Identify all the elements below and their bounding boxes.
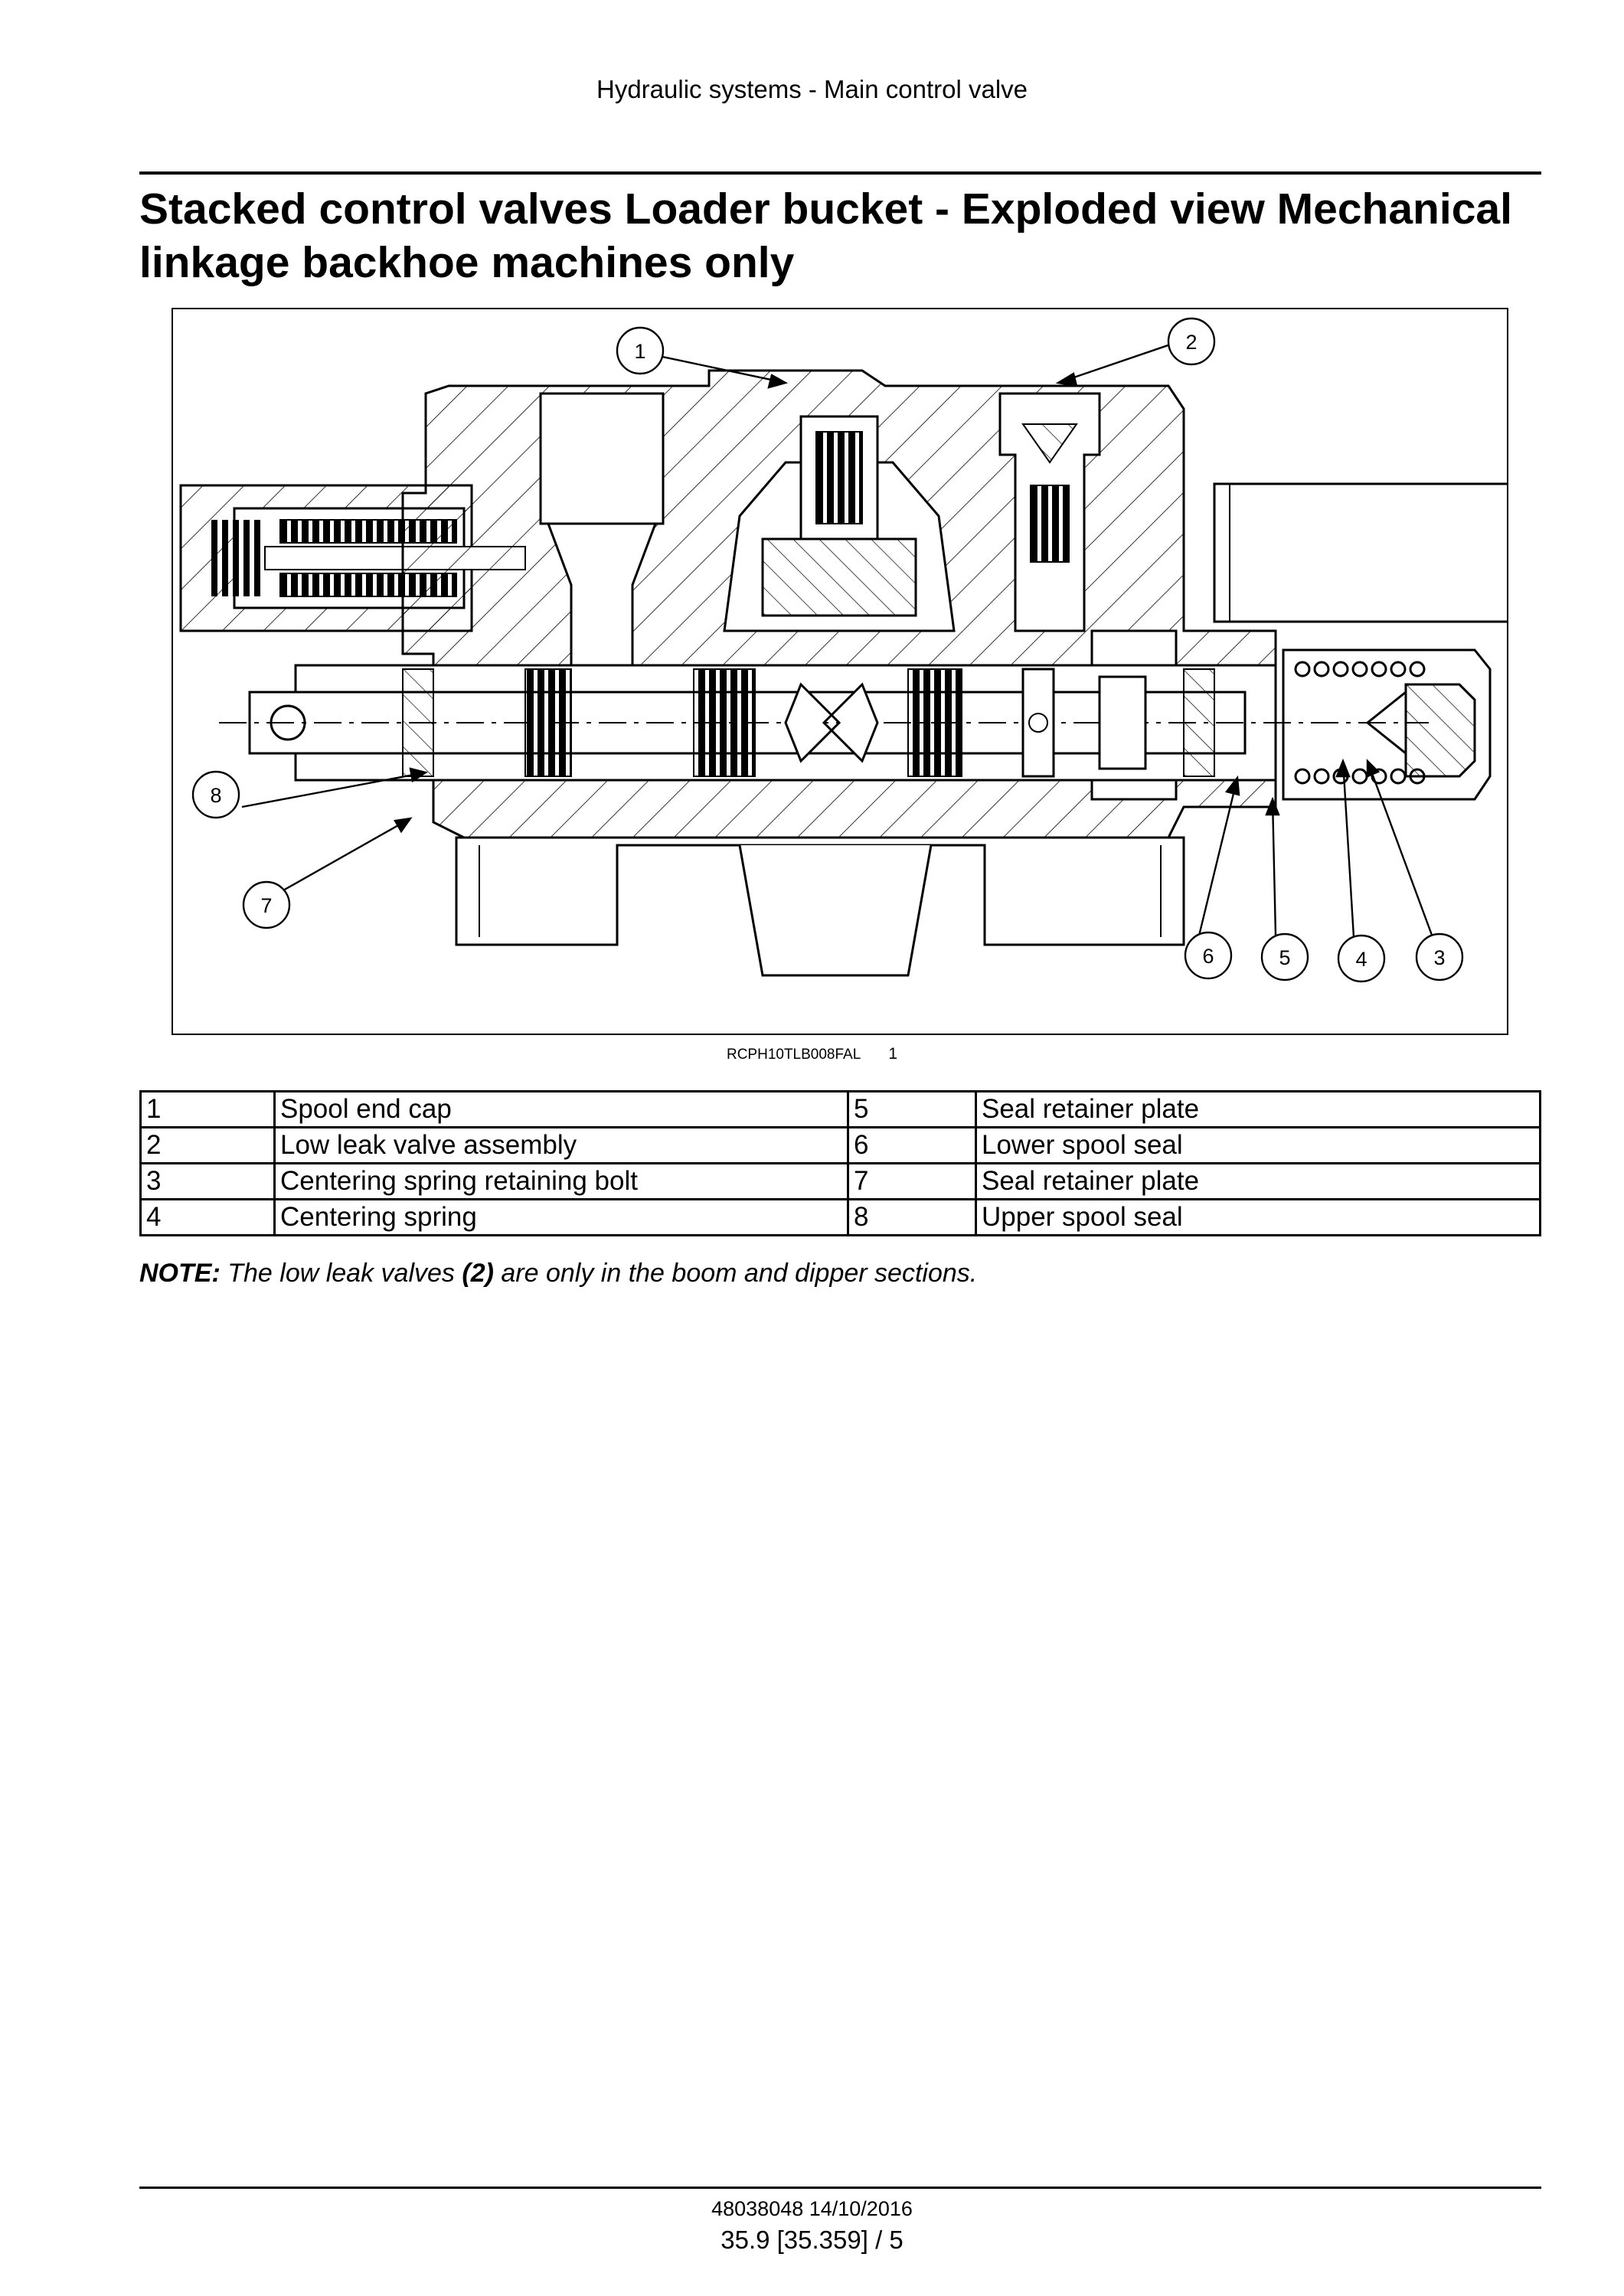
svg-text:2: 2 <box>1185 331 1197 354</box>
svg-text:1: 1 <box>634 340 645 363</box>
callout-1: 1 <box>616 326 665 375</box>
part-number: 3 <box>139 1162 276 1200</box>
svg-text:5: 5 <box>1279 946 1290 969</box>
part-number: 6 <box>847 1126 977 1164</box>
table-row: 4 Centering spring 8 Upper spool seal <box>139 1198 1541 1236</box>
figure-number: 1 <box>888 1045 897 1063</box>
note-reference: (2) <box>462 1259 494 1288</box>
part-number: 7 <box>847 1162 977 1200</box>
part-description: Seal retainer plate <box>975 1090 1541 1128</box>
valve-cross-section-figure: 1 2 3 4 5 6 7 8 <box>172 308 1508 1035</box>
svg-text:7: 7 <box>260 894 272 917</box>
valve-drawing: 1 2 3 4 5 6 7 8 <box>179 317 1507 983</box>
callout-3: 3 <box>1415 932 1464 981</box>
table-row: 3 Centering spring retaining bolt 7 Seal… <box>139 1162 1541 1200</box>
part-description: Centering spring <box>273 1198 849 1236</box>
part-description: Spool end cap <box>273 1090 849 1128</box>
running-header: Hydraulic systems - Main control valve <box>596 75 1028 103</box>
parts-legend-table: 1 Spool end cap 5 Seal retainer plate 2 … <box>139 1090 1541 1236</box>
part-description: Seal retainer plate <box>975 1162 1541 1200</box>
svg-text:8: 8 <box>210 784 221 807</box>
note-text: are only in the boom and dipper sections… <box>493 1259 978 1288</box>
part-number: 5 <box>847 1090 977 1128</box>
note-paragraph: NOTE: The low leak valves (2) are only i… <box>139 1259 977 1288</box>
part-number: 1 <box>139 1090 276 1128</box>
part-description: Low leak valve assembly <box>273 1126 849 1164</box>
part-number: 8 <box>847 1198 977 1236</box>
figure-caption: RCPH10TLB008FAL 1 <box>0 1045 1624 1063</box>
part-description: Centering spring retaining bolt <box>273 1162 849 1200</box>
callout-8: 8 <box>191 770 240 819</box>
callout-5: 5 <box>1260 932 1309 981</box>
callout-2: 2 <box>1167 317 1216 366</box>
part-description: Lower spool seal <box>975 1126 1541 1164</box>
table-row: 1 Spool end cap 5 Seal retainer plate <box>139 1090 1541 1128</box>
svg-text:4: 4 <box>1355 948 1367 971</box>
callout-6: 6 <box>1184 931 1233 980</box>
part-number: 4 <box>139 1198 276 1236</box>
header-rule <box>139 171 1541 175</box>
page-title: Stacked control valves Loader bucket - E… <box>139 185 1512 287</box>
part-number: 2 <box>139 1126 276 1164</box>
part-description: Upper spool seal <box>975 1198 1541 1236</box>
table-row: 2 Low leak valve assembly 6 Lower spool … <box>139 1126 1541 1164</box>
document-number: 48038048 14/10/2016 <box>711 2197 913 2220</box>
note-label: NOTE: <box>139 1259 221 1288</box>
note-text: The low leak valves <box>220 1259 462 1288</box>
callout-4: 4 <box>1337 934 1386 983</box>
figure-image-code: RCPH10TLB008FAL <box>726 1047 861 1063</box>
footer-rule <box>139 2187 1541 2189</box>
svg-text:3: 3 <box>1433 946 1445 969</box>
callout-7: 7 <box>242 880 291 929</box>
page-number: 35.9 [35.359] / 5 <box>721 2226 903 2254</box>
svg-text:6: 6 <box>1202 945 1214 968</box>
